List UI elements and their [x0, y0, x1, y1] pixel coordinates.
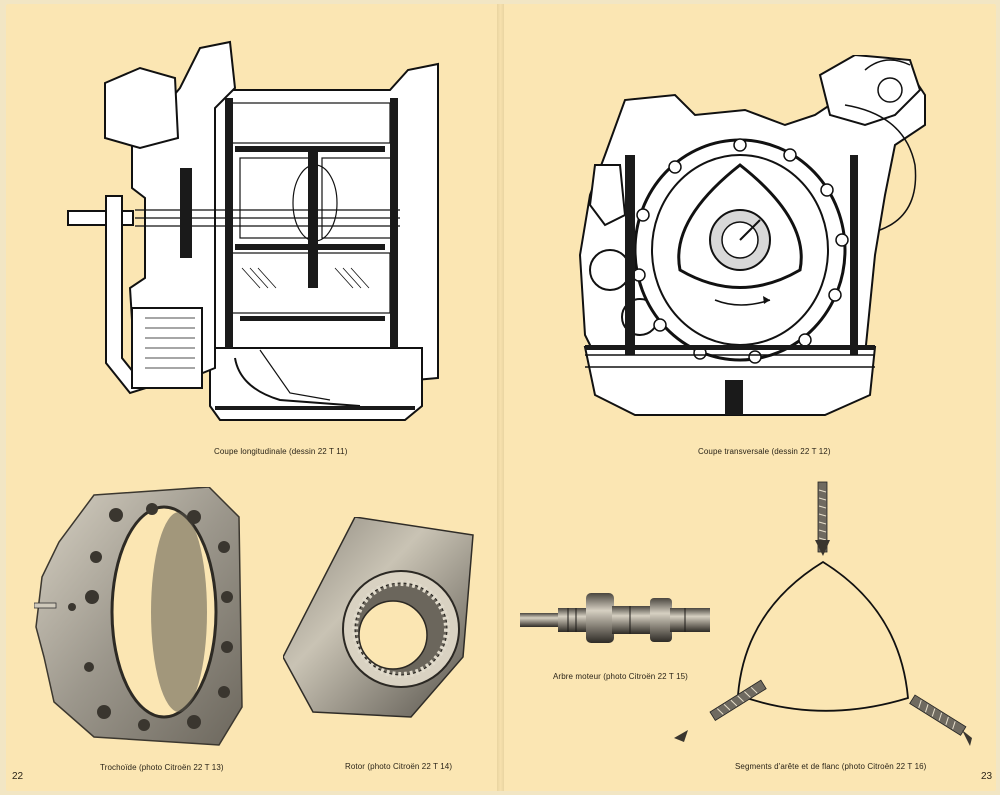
rotor-caption: Rotor (photo Citroën 22 T 14) — [345, 762, 453, 771]
trochoid-caption: Trochoïde (photo Citroën 22 T 13) — [100, 763, 224, 772]
trochoid-photo — [34, 487, 244, 747]
seals-diagram — [670, 480, 980, 750]
shaft-caption: Arbre moteur (photo Citroën 22 T 15) — [553, 672, 688, 681]
page-gutter — [497, 4, 504, 791]
seals-caption: Segments d'arête et de flanc (photo Citr… — [735, 762, 927, 771]
transversal-caption: Coupe transversale (dessin 22 T 12) — [698, 447, 831, 456]
page-number-left: 22 — [12, 771, 24, 782]
shaft-photo — [520, 588, 712, 648]
transversal-section-drawing — [565, 55, 955, 425]
rotor-photo — [283, 517, 478, 722]
page-number-right: 23 — [981, 771, 993, 782]
longitudinal-section-drawing — [60, 28, 450, 428]
longitudinal-caption: Coupe longitudinale (dessin 22 T 11) — [214, 447, 348, 456]
